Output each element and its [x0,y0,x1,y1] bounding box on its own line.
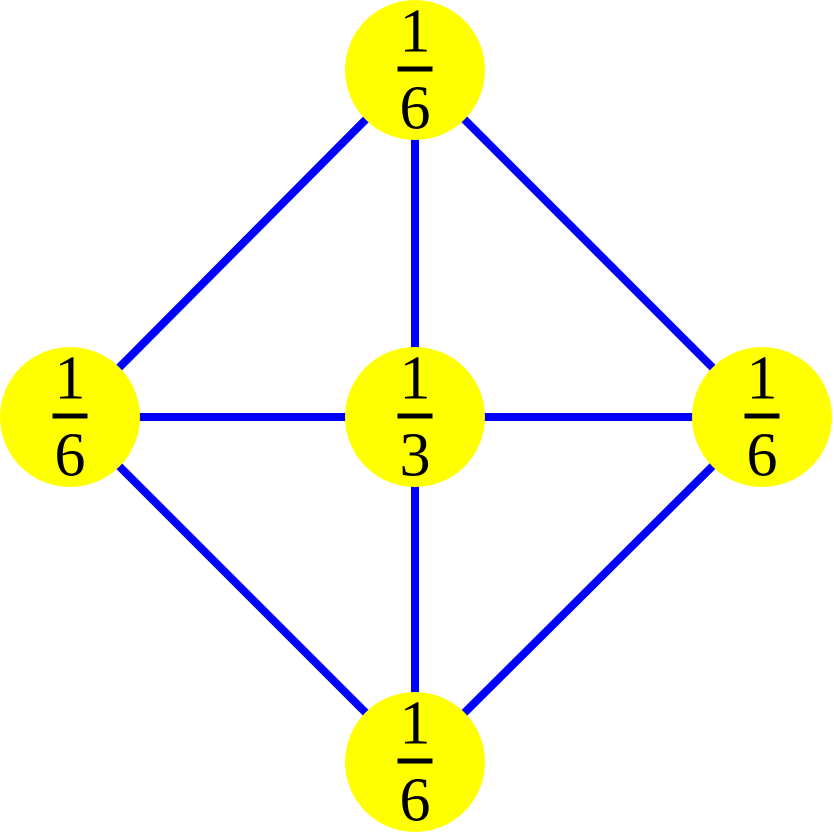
node-top[interactable] [345,0,485,140]
edge-top-right [412,67,765,420]
node-bottom[interactable] [345,692,485,832]
edge-right-bottom [412,414,765,765]
node-right[interactable] [692,347,832,487]
edge-top-left [67,67,418,420]
edge-left-bottom [67,414,418,765]
node-left[interactable] [0,347,140,487]
node-center[interactable] [345,347,485,487]
